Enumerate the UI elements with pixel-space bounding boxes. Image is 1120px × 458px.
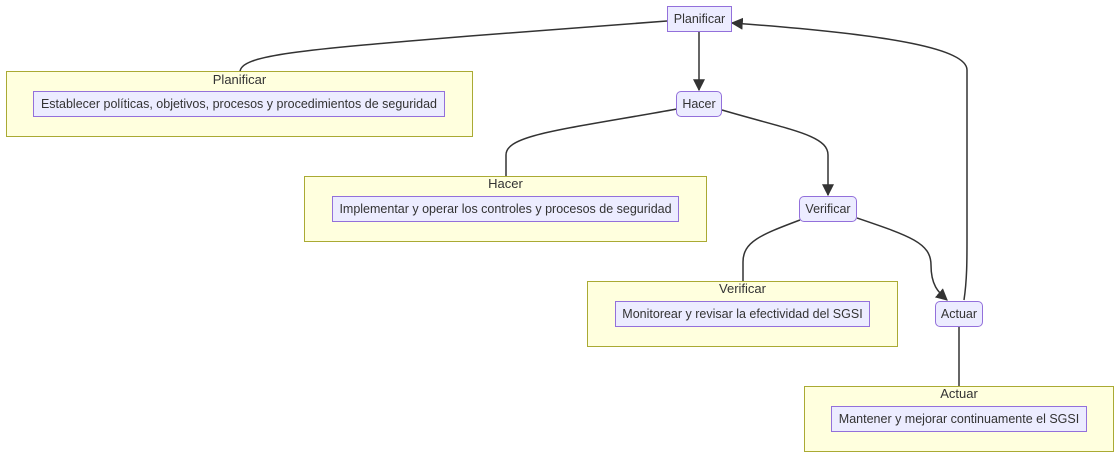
node-hacer-detail[interactable]: Implementar y operar los controles y pro… bbox=[332, 196, 679, 222]
cluster-title-verificar: Verificar bbox=[719, 281, 766, 296]
cluster-title-hacer: Hacer bbox=[488, 176, 523, 191]
edge-verificar-to-actuar bbox=[856, 217, 948, 301]
node-actuar-detail[interactable]: Mantener y mejorar continuamente el SGSI bbox=[831, 406, 1087, 432]
node-actuar[interactable]: Actuar bbox=[935, 301, 983, 327]
node-planificar[interactable]: Planificar bbox=[667, 6, 732, 32]
node-hacer[interactable]: Hacer bbox=[676, 91, 722, 117]
edge-verificar-to-detail bbox=[742, 219, 801, 300]
edge-planificar-to-detail bbox=[239, 20, 668, 90]
node-verificar-detail[interactable]: Monitorear y revisar la efectividad del … bbox=[615, 301, 870, 327]
edge-hacer-to-detail bbox=[505, 108, 678, 196]
node-planificar-detail[interactable]: Establecer políticas, objetivos, proceso… bbox=[33, 91, 445, 117]
edge-hacer-to-verificar bbox=[721, 109, 834, 197]
node-verificar[interactable]: Verificar bbox=[799, 196, 857, 222]
cluster-title-actuar: Actuar bbox=[940, 386, 978, 401]
cluster-title-planificar: Planificar bbox=[212, 72, 267, 87]
edge-actuar-to-planificar bbox=[730, 17, 968, 301]
